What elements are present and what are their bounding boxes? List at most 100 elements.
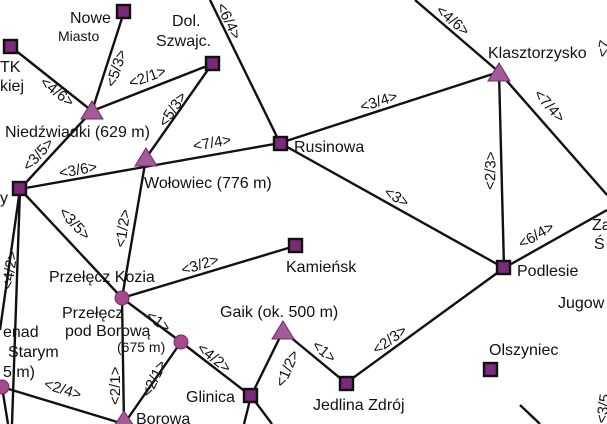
pass-markers (0, 290, 189, 395)
edge-pass-borowa (123, 341, 182, 424)
trail-label-t1: <6/4> (212, 0, 244, 42)
edge-gaik-jedlina (282, 330, 347, 384)
trail-label-t26: <4/2> (0, 250, 21, 291)
place-labels: Nowe Miasto TK kiej Dol. Szwajc. Niedźwi… (0, 10, 607, 424)
label-rusinowa: Rusinowa (294, 139, 364, 156)
marker-dol-szwajc (204, 55, 221, 72)
edge-podlesie-east (503, 208, 607, 270)
edge-west-south-1 (0, 188, 22, 331)
marker-olszyniec (482, 361, 499, 378)
trail-label-t8: <7/4> (192, 131, 233, 154)
label-tk-2: kiej (0, 78, 24, 95)
trail-label-t19: <1> (308, 337, 339, 367)
trail-label-t17: <6/4> (516, 218, 558, 252)
label-pod-borowa-alt: (675 m) (117, 339, 165, 355)
label-starym-2: Starym (8, 344, 59, 361)
trail-label-t24: <2/1> (138, 358, 170, 400)
edge-gaik-glinica (249, 330, 285, 397)
edge-west-kozia (19, 188, 123, 299)
label-za-2: Ś (594, 234, 605, 253)
trail-label-t3: <5/3> (103, 47, 131, 89)
marker-tk (2, 38, 19, 55)
trail-label-t12: <2/3> (482, 151, 500, 190)
summit-wolowiec (134, 147, 158, 167)
edge-starym-borowa (1, 385, 125, 424)
trail-label-t22: <2/3> (369, 322, 410, 358)
label-pod-borowa-1: Przełęcz (62, 305, 123, 322)
marker-west (11, 180, 28, 197)
label-niedzwiadki: Niedźwiadki (629 m) (5, 124, 150, 141)
pass-starym (0, 379, 10, 395)
edge-klasztorzysko-podlesie (497, 71, 506, 269)
edge-dol-niedzwiadki (91, 62, 213, 113)
label-pod-borowa-2: pod Borową (65, 323, 150, 340)
marker-podlesie (495, 259, 512, 276)
label-kamiensk: Kamieńsk (286, 259, 357, 276)
trail-label-t9: <7/4> (530, 86, 568, 126)
label-dol-2: Szwajc. (156, 33, 211, 50)
edge-tk-niedzwiadki (9, 45, 93, 112)
edge-niedzwiadki-west (19, 110, 93, 190)
edge-wolowiec-kozia (120, 157, 148, 299)
label-jedlina: Jedlina Zdrój (313, 397, 405, 414)
summit-markers (80, 62, 511, 424)
edge-kozia-borowa (120, 297, 126, 424)
summit-niedzwiadki (80, 100, 104, 120)
edge-top-klasztorzysko (414, 0, 500, 73)
trail-label-t14: <3/5> (55, 204, 94, 244)
label-starym-3: 5 m) (3, 364, 35, 381)
edge-olszyniec-south (519, 404, 541, 424)
label-za-1: Za (592, 217, 607, 234)
label-przelecz-kozia: Przełęcz Kozia (49, 269, 155, 286)
edge-rusinowa-podlesie (279, 141, 505, 270)
edge-top-rusinowa (208, 0, 282, 144)
edge-west-south-2 (10, 188, 22, 424)
label-gaik: Gaik (ok. 500 m) (220, 304, 338, 321)
label-klasztorzysko: Klasztorzysko (488, 45, 587, 62)
label-y: y (0, 190, 8, 207)
trail-label-t15: <1/2> (112, 208, 134, 249)
trail-label-t11: <3/6> (58, 158, 99, 181)
trail-label-t25: <2/4> (42, 376, 84, 404)
pass-kozia (114, 290, 130, 306)
label-borowa: Borowa (136, 411, 190, 424)
summit-borowa (114, 410, 134, 424)
label-olszyniec: Olszyniec (489, 342, 558, 359)
edge-podlesie-jedlina (345, 267, 505, 384)
trail-label-t13: <3> (381, 184, 412, 212)
label-starym-1: enad (3, 324, 39, 341)
label-dol-1: Dol. (172, 13, 200, 30)
label-nowe-miasto-2: Miasto (58, 28, 99, 44)
summit-gaik (271, 320, 295, 340)
place-markers (2, 3, 512, 404)
trail-label-t21: <1/2> (272, 347, 303, 389)
edge-kozia-borowa-pass (121, 297, 182, 343)
trail-label-t27: <7 (594, 39, 607, 59)
trail-label-t28: <3/5 (593, 393, 607, 424)
trail-label-t23: <2/1> (107, 366, 124, 405)
marker-kamiensk (287, 237, 304, 254)
pass-pod-borowa (173, 334, 189, 350)
trail-label-t20: <4/2> (194, 340, 235, 377)
edge-rusinowa-klasztorzysko (279, 70, 500, 145)
marker-glinica (242, 387, 259, 404)
trail-label-t4: <2/1> (127, 63, 169, 92)
label-podlesie: Podlesie (517, 263, 578, 280)
marker-jedlina (338, 375, 355, 392)
trail-label-t5: <4/6> (37, 74, 78, 111)
edge-nowe-niedzwiadki (90, 11, 126, 112)
marker-rusinowa (272, 135, 289, 152)
label-wolowiec: Wołowiec (776 m) (144, 175, 272, 192)
marker-nowe-miasto (115, 3, 132, 20)
label-tk-1: TK (0, 59, 21, 76)
summit-klasztorzysko (487, 62, 511, 82)
label-jugow: Jugow (558, 295, 605, 312)
label-nowe-miasto-1: Nowe (70, 10, 111, 27)
edge-pass-glinica (180, 341, 252, 397)
trail-label-t6: <5/3> (155, 89, 191, 131)
edge-kozia-kamiensk (121, 244, 296, 300)
edge-klasztorzysko-east (498, 71, 607, 196)
